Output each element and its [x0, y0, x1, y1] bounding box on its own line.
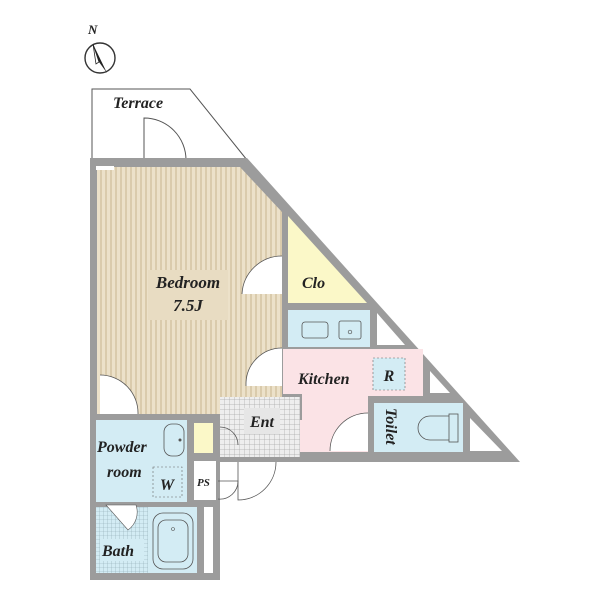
bathtub-icon — [152, 512, 194, 570]
kitchen-label: Kitchen — [297, 371, 350, 388]
entrance-label: Ent — [249, 414, 275, 431]
shaft — [470, 418, 502, 451]
shoe-closet — [194, 423, 213, 453]
bedroom-size-label: 7.5J — [173, 296, 203, 315]
bath-label-bg — [100, 539, 144, 561]
toilet-door[interactable] — [330, 413, 368, 451]
washer-label: W — [160, 477, 176, 494]
powder-room-label: Powder — [96, 439, 148, 456]
bath-door[interactable] — [105, 504, 138, 531]
closet-door[interactable] — [242, 255, 282, 294]
powder-room-door[interactable] — [100, 375, 139, 414]
bath-label: Bath — [101, 543, 134, 560]
washer-space — [152, 466, 183, 498]
pipe-space — [194, 461, 216, 500]
sink-icon — [301, 321, 329, 339]
north-label: N — [87, 22, 98, 37]
pipe-space-door[interactable] — [217, 480, 239, 500]
storage-slot — [204, 507, 213, 573]
closet-label: Clo — [302, 275, 325, 292]
toilet-room — [374, 403, 463, 452]
toilet-label: Toilet — [382, 408, 399, 445]
terrace-door[interactable] — [143, 117, 187, 161]
north-compass-icon: N — [84, 22, 116, 74]
stove-icon — [338, 320, 362, 340]
refrigerator-label: R — [383, 368, 395, 385]
powder-room-label-2: room — [107, 464, 142, 481]
kitchen-counter — [288, 310, 370, 347]
entrance-label-bg — [244, 408, 280, 434]
shaft — [430, 371, 450, 393]
toilet-icon — [417, 413, 459, 443]
terrace-label: Terrace — [113, 95, 163, 112]
pipe-space-label: PS — [197, 477, 210, 489]
kitchen-door[interactable] — [246, 348, 282, 386]
refrigerator-space — [372, 357, 406, 391]
shaft — [377, 313, 405, 345]
bedroom-label-bg — [148, 270, 228, 320]
washbasin-icon — [163, 423, 185, 457]
bedroom-label: Bedroom — [155, 273, 220, 292]
closet — [288, 216, 367, 303]
shoe-closet-door[interactable] — [219, 426, 239, 446]
terrace: Terrace — [91, 88, 248, 161]
entry-door[interactable] — [237, 461, 277, 501]
window — [96, 166, 114, 170]
